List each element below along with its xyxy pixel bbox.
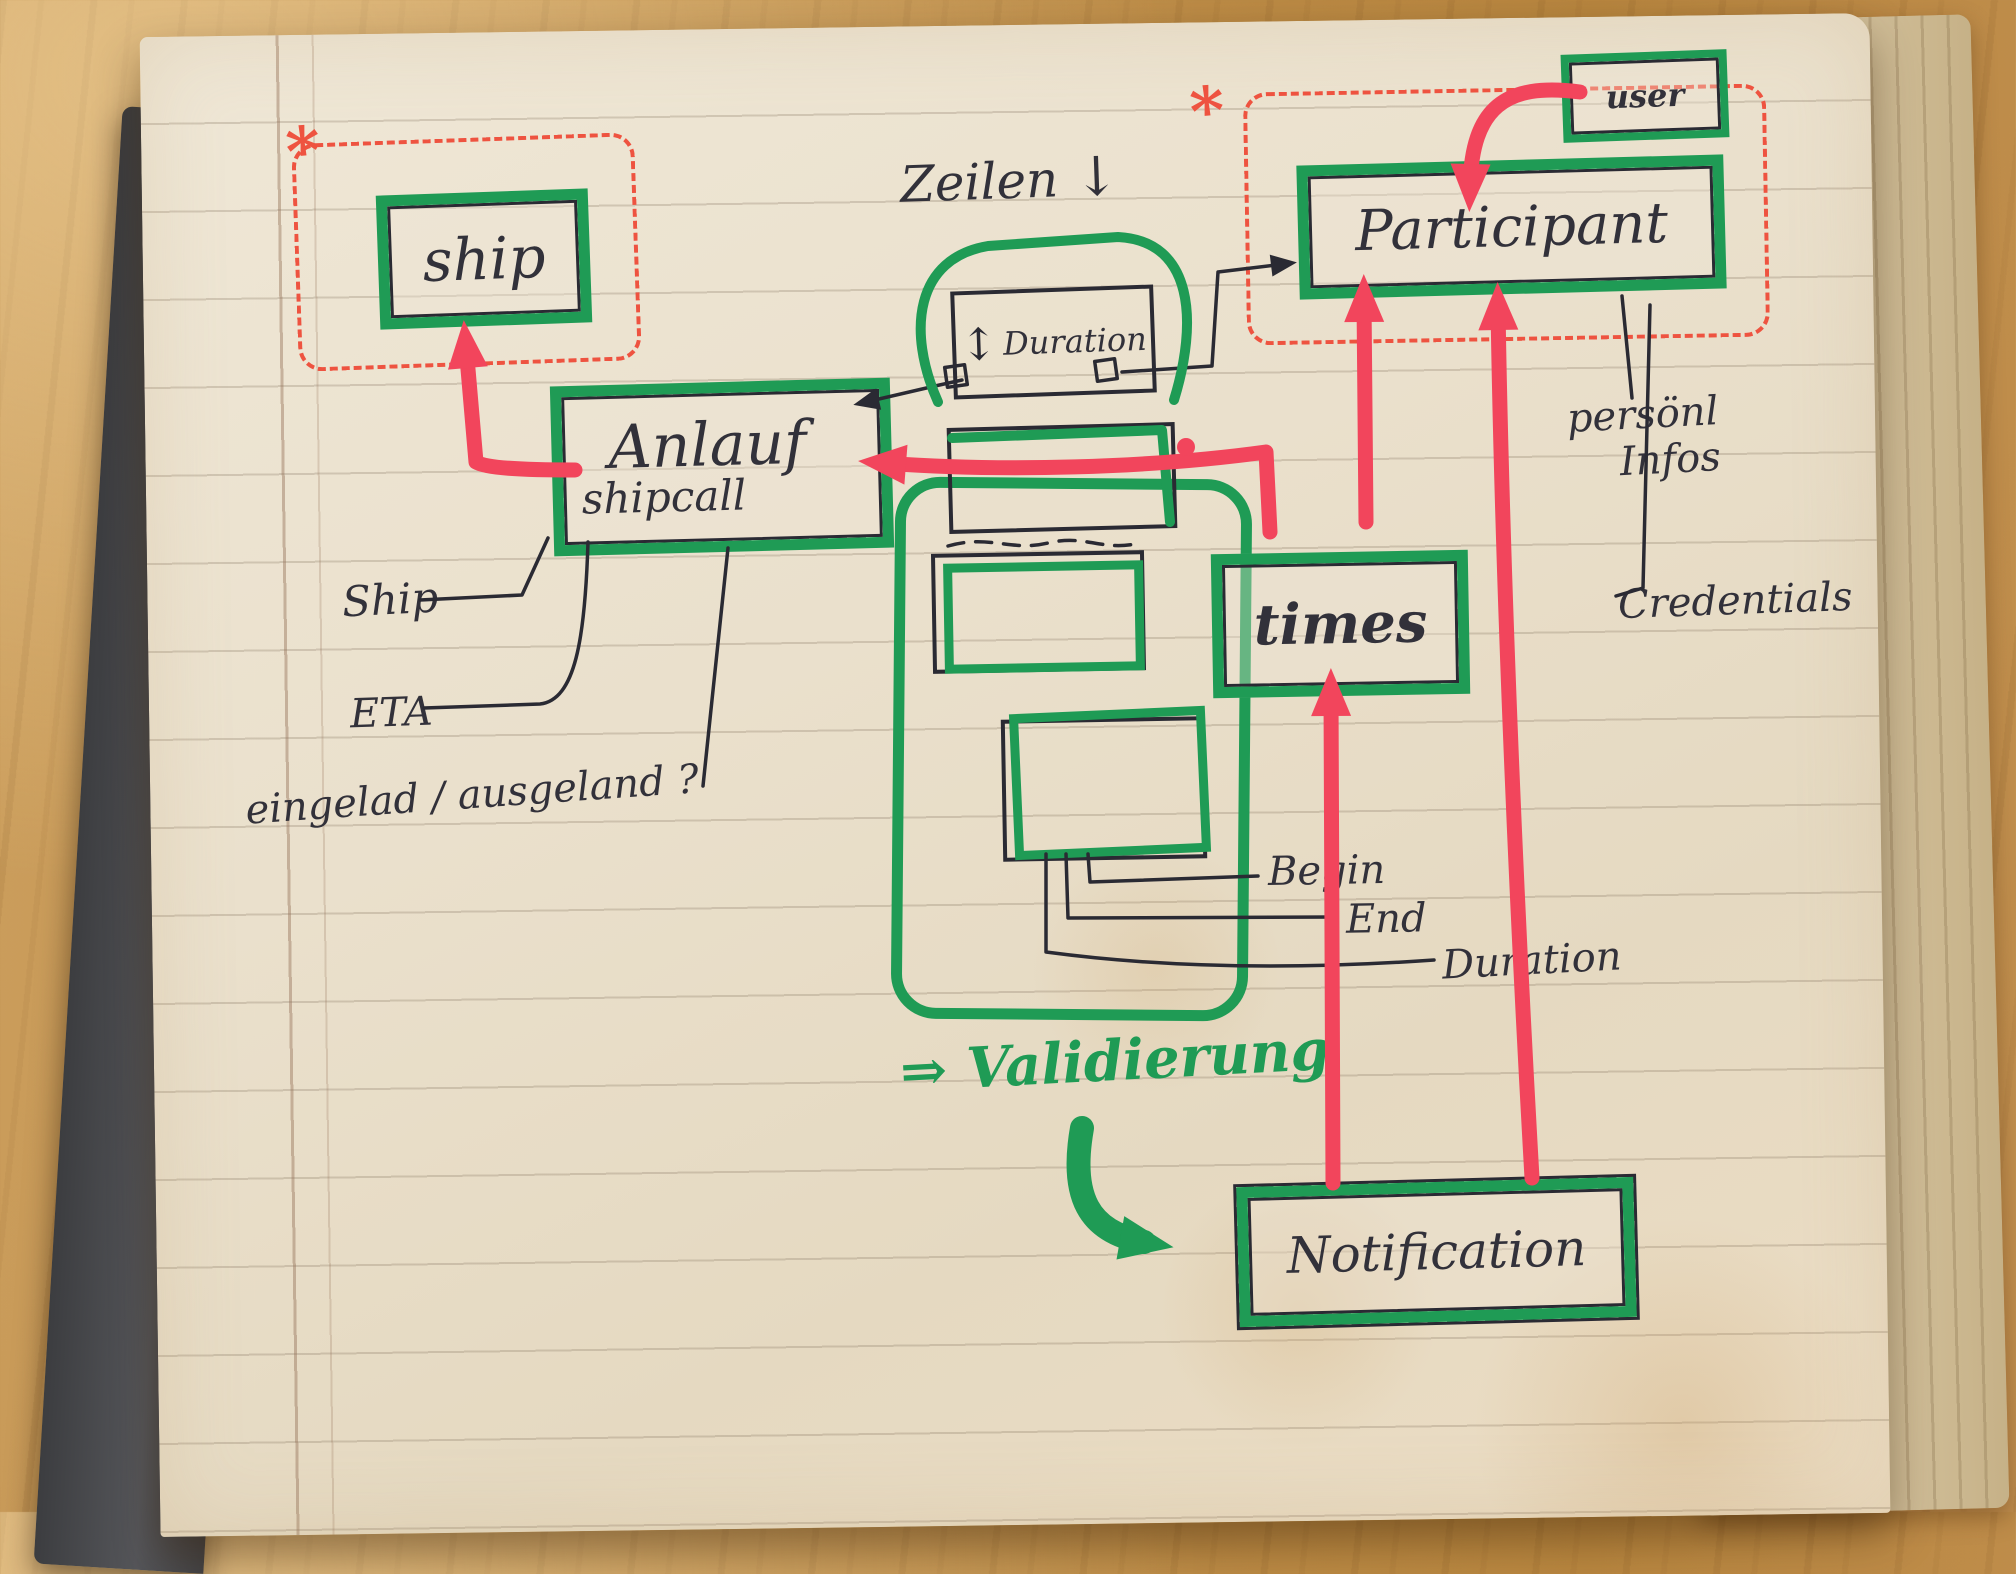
- duration-box-label: Duration: [1002, 319, 1148, 363]
- ship-attr-label: Ship: [340, 572, 440, 627]
- participant-label: Participant: [1354, 190, 1669, 264]
- end-attr-label: End: [1345, 895, 1427, 943]
- zeilen-heading: Zeilen ↓: [899, 144, 1120, 215]
- ship-box: ship: [375, 188, 593, 330]
- credentials-attr-label: Credentials: [1617, 573, 1854, 629]
- updown-arrow-icon: ↕: [959, 318, 999, 371]
- participant-box: Participant: [1296, 154, 1727, 300]
- zeilen-down-arrow-icon: ↓: [1072, 144, 1121, 209]
- asterisk-participant: *: [1187, 70, 1228, 152]
- notification-label: Notification: [1286, 1219, 1587, 1285]
- user-box: user: [1560, 49, 1730, 143]
- anlauf-box: Anlauf shipcall: [549, 377, 895, 557]
- times-label: times: [1253, 589, 1428, 659]
- time-entry-box-3-marker: [1008, 705, 1212, 861]
- duration-box: ↕ Duration: [950, 284, 1157, 400]
- zeilen-text: Zeilen: [899, 150, 1060, 214]
- begin-attr-label: Begin: [1267, 846, 1386, 896]
- personal-infos-label: persönl Infos: [1566, 388, 1722, 488]
- user-label: user: [1605, 75, 1685, 117]
- anlauf-label: Anlauf: [607, 407, 808, 483]
- time-entry-box-1: [946, 422, 1178, 534]
- personal-infos-line2: Infos: [1618, 434, 1722, 486]
- time-entry-box-2-marker: [943, 560, 1145, 674]
- eta-attr-label: ETA: [349, 688, 434, 738]
- shipcall-label: shipcall: [581, 470, 747, 524]
- validierung-arrow-icon: ⇒: [898, 1036, 949, 1106]
- ship-label: ship: [421, 222, 547, 296]
- duration-attr-label: Duration: [1440, 933, 1623, 989]
- notification-box: Notification: [1236, 1176, 1637, 1328]
- personal-infos-line1: persönl: [1565, 388, 1720, 442]
- times-box: times: [1210, 549, 1471, 699]
